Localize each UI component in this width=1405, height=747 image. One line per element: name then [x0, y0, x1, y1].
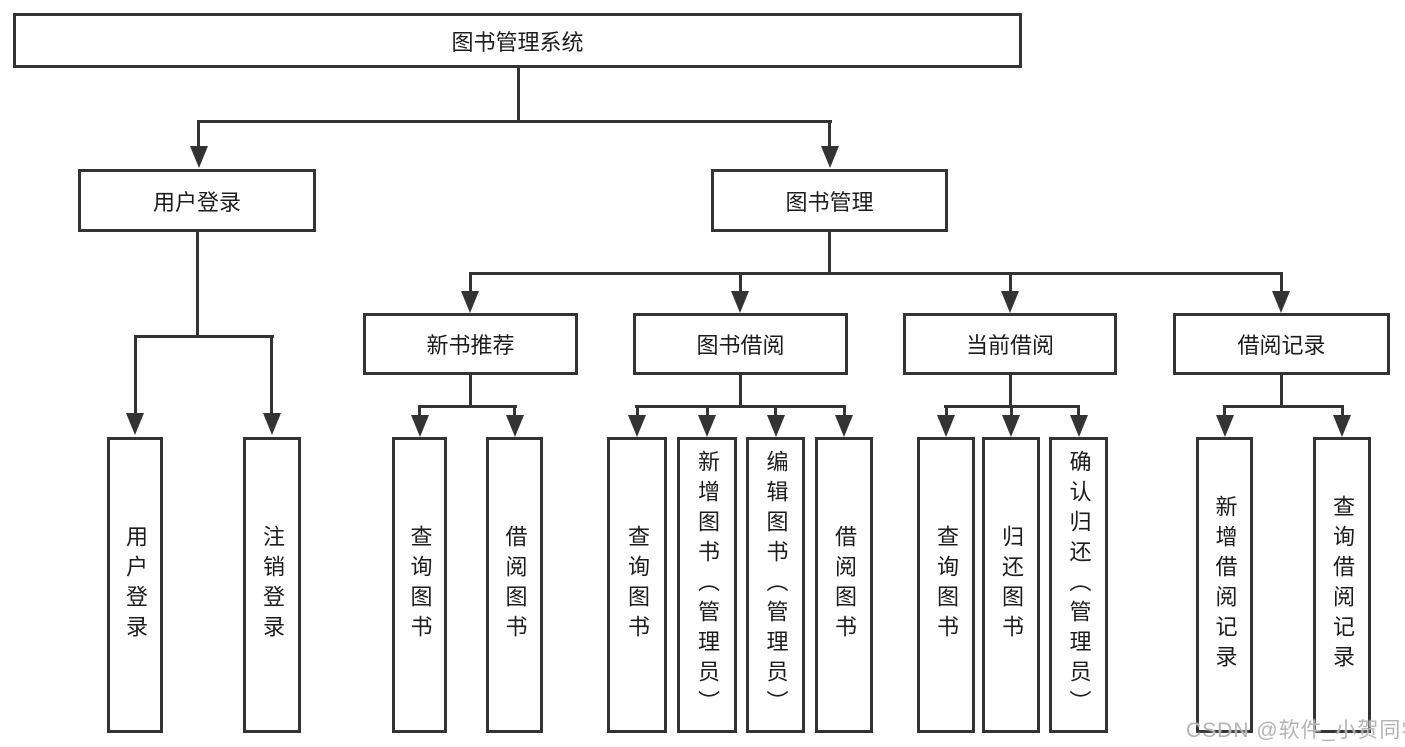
- node-borrowing-records: 借阅记录: [1173, 313, 1390, 375]
- connector-line: [1341, 405, 1344, 417]
- node-book-management-system: 图书管理系统: [13, 13, 1022, 68]
- connector-line: [635, 405, 846, 408]
- connector-line: [197, 120, 832, 123]
- leaf-add-book-admin: 新增图书（管理员）: [677, 437, 737, 733]
- connector-line: [636, 405, 639, 417]
- node-user-login: 用户登录: [78, 169, 316, 232]
- connector-line: [706, 405, 709, 417]
- leaf-edit-book-admin: 编辑图书（管理员）: [746, 437, 805, 733]
- connector-line: [513, 405, 516, 417]
- arrow-down-icon: [1216, 415, 1234, 437]
- connector-line: [270, 335, 273, 415]
- connector-line: [418, 405, 517, 408]
- arrow-down-icon: [731, 291, 749, 313]
- node-book-management: 图书管理: [711, 169, 948, 232]
- connector-line: [418, 405, 421, 417]
- connector-line: [517, 68, 520, 122]
- leaf-query-books-borrowing: 查询图书: [607, 437, 667, 733]
- arrow-down-icon: [835, 415, 853, 437]
- connector-line: [469, 272, 1283, 275]
- connector-line: [1010, 405, 1013, 417]
- arrow-down-icon: [190, 146, 208, 168]
- arrow-down-icon: [937, 415, 955, 437]
- node-current-borrowing: 当前借阅: [903, 313, 1117, 375]
- leaf-borrow-books-recommend: 借阅图书: [486, 437, 543, 733]
- connector-line: [1009, 375, 1012, 407]
- connector-line: [1223, 405, 1226, 417]
- leaf-query-borrow-record: 查询借阅记录: [1313, 437, 1371, 733]
- leaf-query-books-recommend: 查询图书: [392, 437, 447, 733]
- connector-line: [1009, 272, 1012, 292]
- connector-line: [739, 272, 742, 292]
- node-book-borrowing: 图书借阅: [633, 313, 848, 375]
- connector-line: [134, 335, 137, 415]
- leaf-logout: 注销登录: [243, 437, 301, 733]
- arrow-down-icon: [1001, 291, 1019, 313]
- connector-line: [1280, 375, 1283, 407]
- connector-line: [828, 120, 831, 148]
- arrow-down-icon: [1272, 291, 1290, 313]
- arrow-down-icon: [1002, 415, 1020, 437]
- node-new-book-recommendation: 新书推荐: [363, 313, 578, 375]
- connector-line: [469, 272, 472, 292]
- connector-line: [196, 232, 199, 338]
- connector-line: [945, 405, 948, 417]
- connector-line: [1280, 272, 1283, 292]
- connector-line: [774, 405, 777, 417]
- connector-line: [1223, 405, 1344, 408]
- arrow-down-icon: [1333, 415, 1351, 437]
- connector-line: [828, 232, 831, 274]
- connector-line: [197, 120, 200, 148]
- arrow-down-icon: [411, 415, 429, 437]
- leaf-confirm-return-admin: 确认归还（管理员）: [1049, 437, 1108, 733]
- connector-line: [1077, 405, 1080, 417]
- connector-line: [843, 405, 846, 417]
- leaf-query-books-current: 查询图书: [917, 437, 975, 733]
- leaf-borrow-books-borrowing: 借阅图书: [815, 437, 873, 733]
- watermark: CSDN @软件_小贺同学: [1186, 719, 1405, 742]
- leaf-add-borrow-record: 新增借阅记录: [1196, 437, 1253, 733]
- leaf-user-login: 用户登录: [107, 437, 163, 733]
- arrow-down-icon: [821, 146, 839, 168]
- connector-line: [134, 335, 274, 338]
- arrow-down-icon: [628, 415, 646, 437]
- arrow-down-icon: [767, 415, 785, 437]
- arrow-down-icon: [506, 415, 524, 437]
- leaf-return-books: 归还图书: [982, 437, 1040, 733]
- arrow-down-icon: [126, 413, 144, 435]
- connector-line: [469, 375, 472, 407]
- arrow-down-icon: [263, 413, 281, 435]
- arrow-down-icon: [698, 415, 716, 437]
- arrow-down-icon: [1070, 415, 1088, 437]
- connector-line: [739, 375, 742, 407]
- arrow-down-icon: [461, 291, 479, 313]
